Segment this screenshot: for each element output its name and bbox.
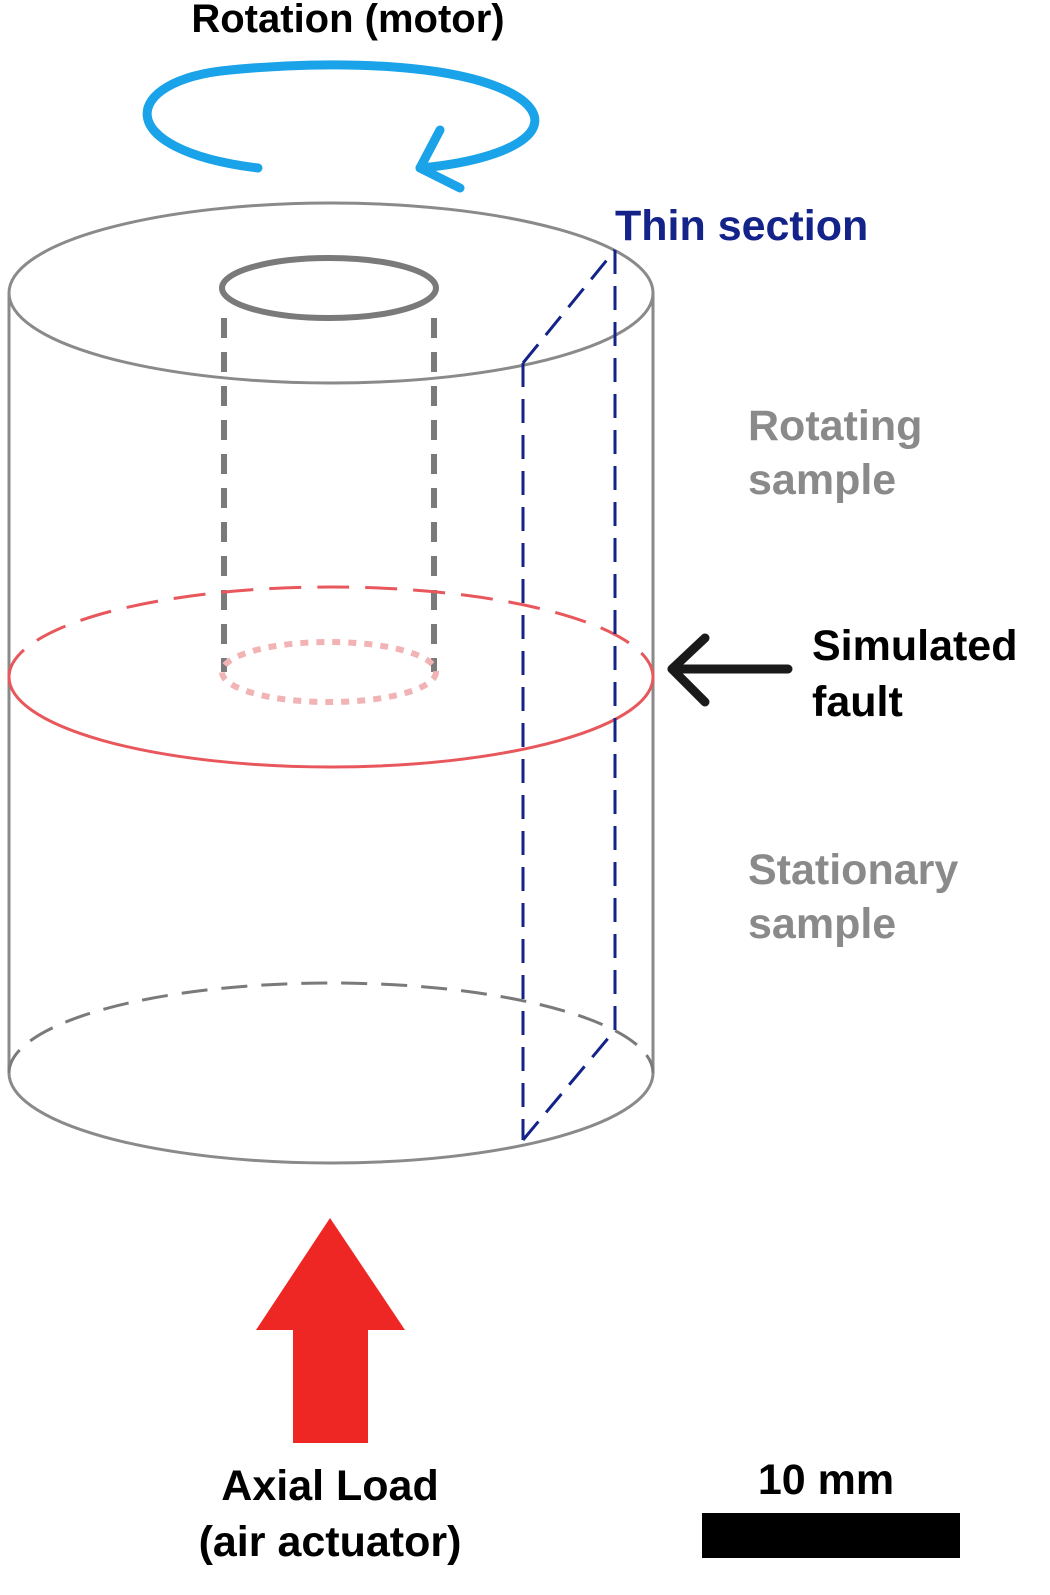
rotation-arrowhead-icon [415,125,465,193]
cylinder-top-ellipse [7,201,655,385]
fault-plane [7,585,655,769]
rotating-sample-label-line2: sample [748,456,896,504]
simulated-fault-label-line1: Simulated [812,622,1018,670]
axial-load-label-line1: Axial Load [221,1462,438,1510]
thin-section-plane [521,249,617,1141]
bore-fault-ellipse [219,639,439,705]
bore-top-ellipse [219,255,439,321]
thin-section-bottom-edge [521,1029,617,1141]
rotation-arc [142,60,540,173]
scale-bar-label: 10 mm [758,1456,894,1504]
thin-section-top-edge [521,249,617,364]
stationary-sample-label-line2: sample [748,900,896,948]
rotation-arrow [142,60,540,193]
rotation-label: Rotation (motor) [191,0,504,41]
fault-front-arc [7,676,655,769]
fault-back-arc [7,585,655,678]
central-bore [219,255,439,705]
fault-pointer-arrow-icon [667,633,793,707]
thin-section-label: Thin section [615,202,868,250]
sample-cylinder [7,201,655,1165]
simulated-fault-label-line2: fault [812,678,903,726]
cylinder-bottom-front-arc [7,1072,655,1165]
axial-load-arrow-icon [256,1218,405,1443]
stationary-sample-label-line1: Stationary [748,846,958,894]
axial-load-label-line2: (air actuator) [199,1518,462,1566]
scale-bar [702,1513,960,1558]
cylinder-bottom-back-arc [7,981,655,1074]
rotating-sample-label-line1: Rotating [748,402,922,450]
